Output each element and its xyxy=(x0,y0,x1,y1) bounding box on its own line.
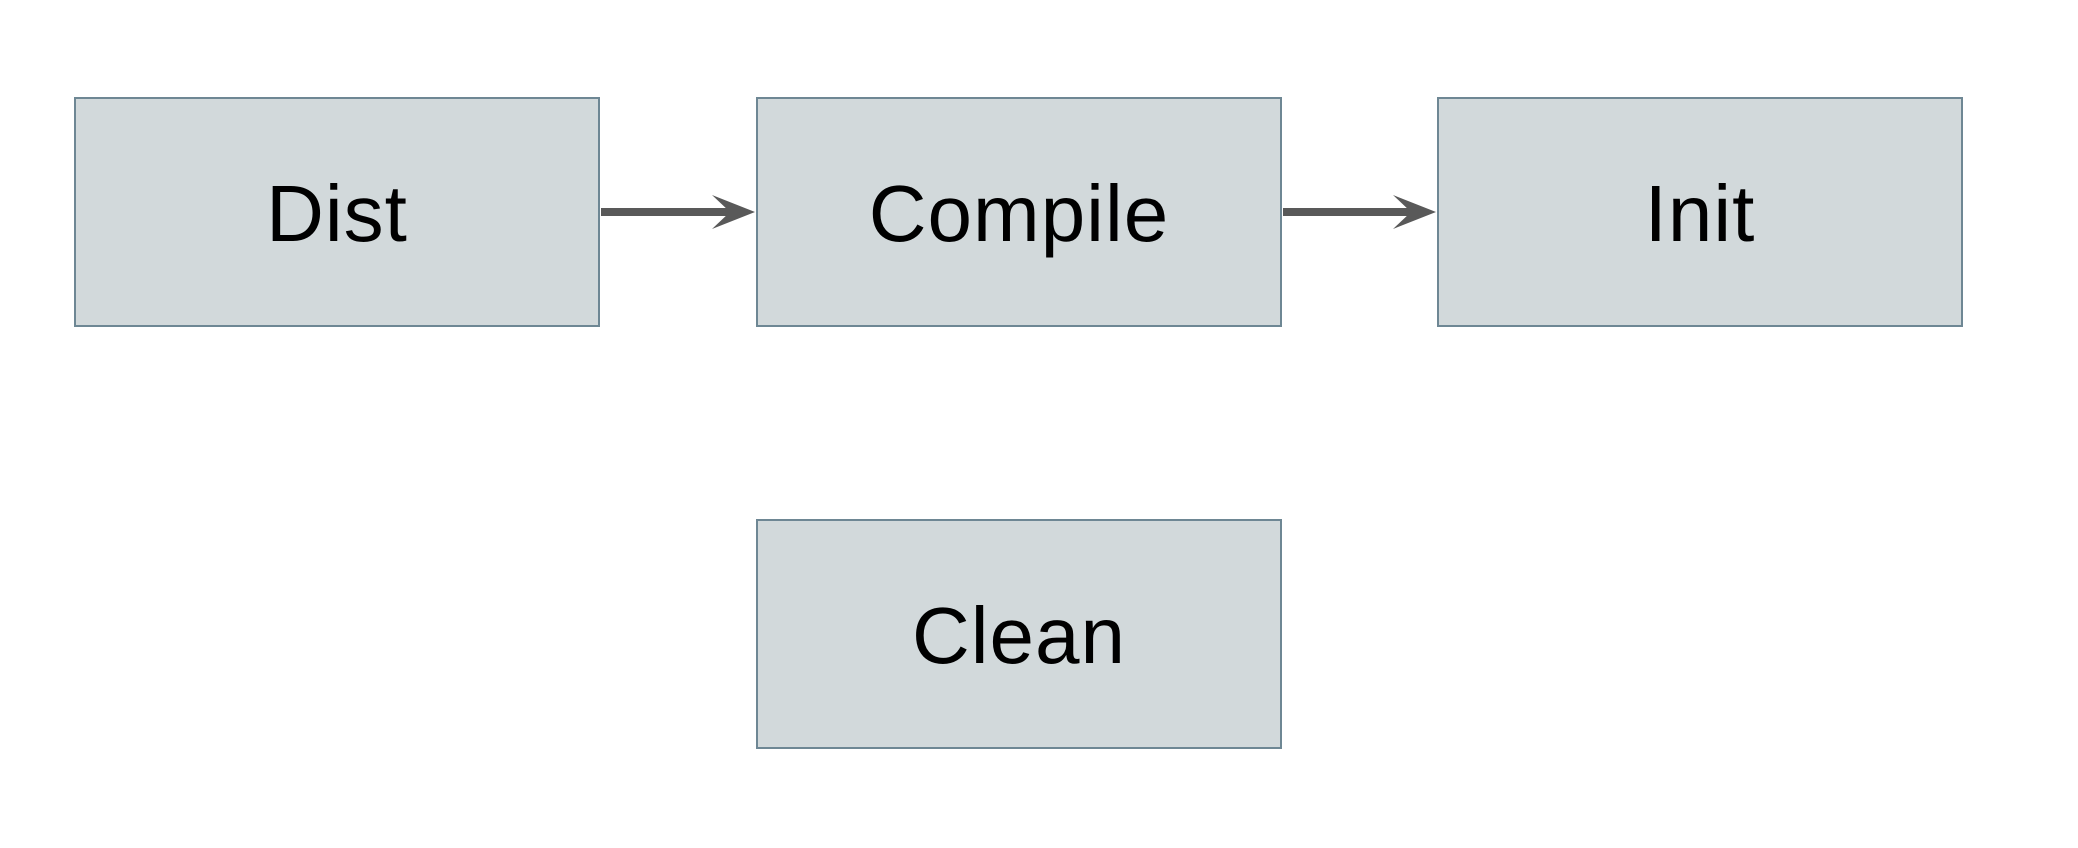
node-dist-label: Dist xyxy=(266,169,408,258)
node-clean[interactable]: Clean xyxy=(756,519,1282,749)
node-init[interactable]: Init xyxy=(1437,97,1963,327)
node-init-label: Init xyxy=(1644,169,1756,258)
arrow-dist-to-compile[interactable] xyxy=(601,195,755,229)
node-clean-label: Clean xyxy=(911,591,1127,680)
arrow-compile-to-init[interactable] xyxy=(1283,195,1436,229)
node-compile-label: Compile xyxy=(868,169,1170,258)
node-dist[interactable]: Dist xyxy=(74,97,600,327)
node-compile[interactable]: Compile xyxy=(756,97,1282,327)
